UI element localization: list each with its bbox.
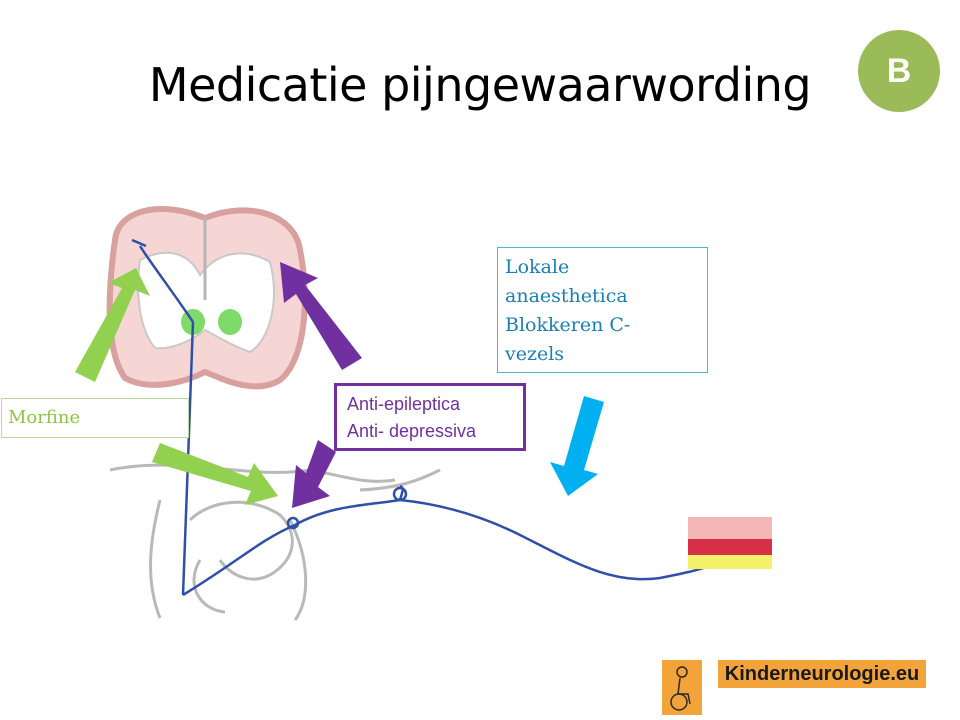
slide-title: Medicatie pijngewaarwording bbox=[148, 58, 812, 112]
anti-arrow-up bbox=[280, 262, 362, 370]
lokale-anaesthetica-label: Lokale anaesthetica Blokkeren C- vezels bbox=[497, 247, 708, 373]
lokale-arrow bbox=[550, 396, 604, 496]
brand-logo-text[interactable]: Kinderneurologie.eu bbox=[718, 660, 926, 688]
morfine-arrow-down bbox=[152, 443, 278, 505]
spinal-cord bbox=[109, 463, 441, 621]
section-badge: B bbox=[858, 30, 940, 112]
skin-layers bbox=[688, 517, 772, 569]
morfine-label: Morfine bbox=[1, 398, 189, 438]
wheelchair-child-icon bbox=[662, 660, 702, 715]
anti-epileptica-label: Anti-epileptica Anti- depressiva bbox=[334, 383, 526, 451]
anti-arrow-down bbox=[292, 440, 336, 508]
brain-section bbox=[106, 206, 308, 390]
morfine-arrow-up bbox=[75, 268, 150, 382]
